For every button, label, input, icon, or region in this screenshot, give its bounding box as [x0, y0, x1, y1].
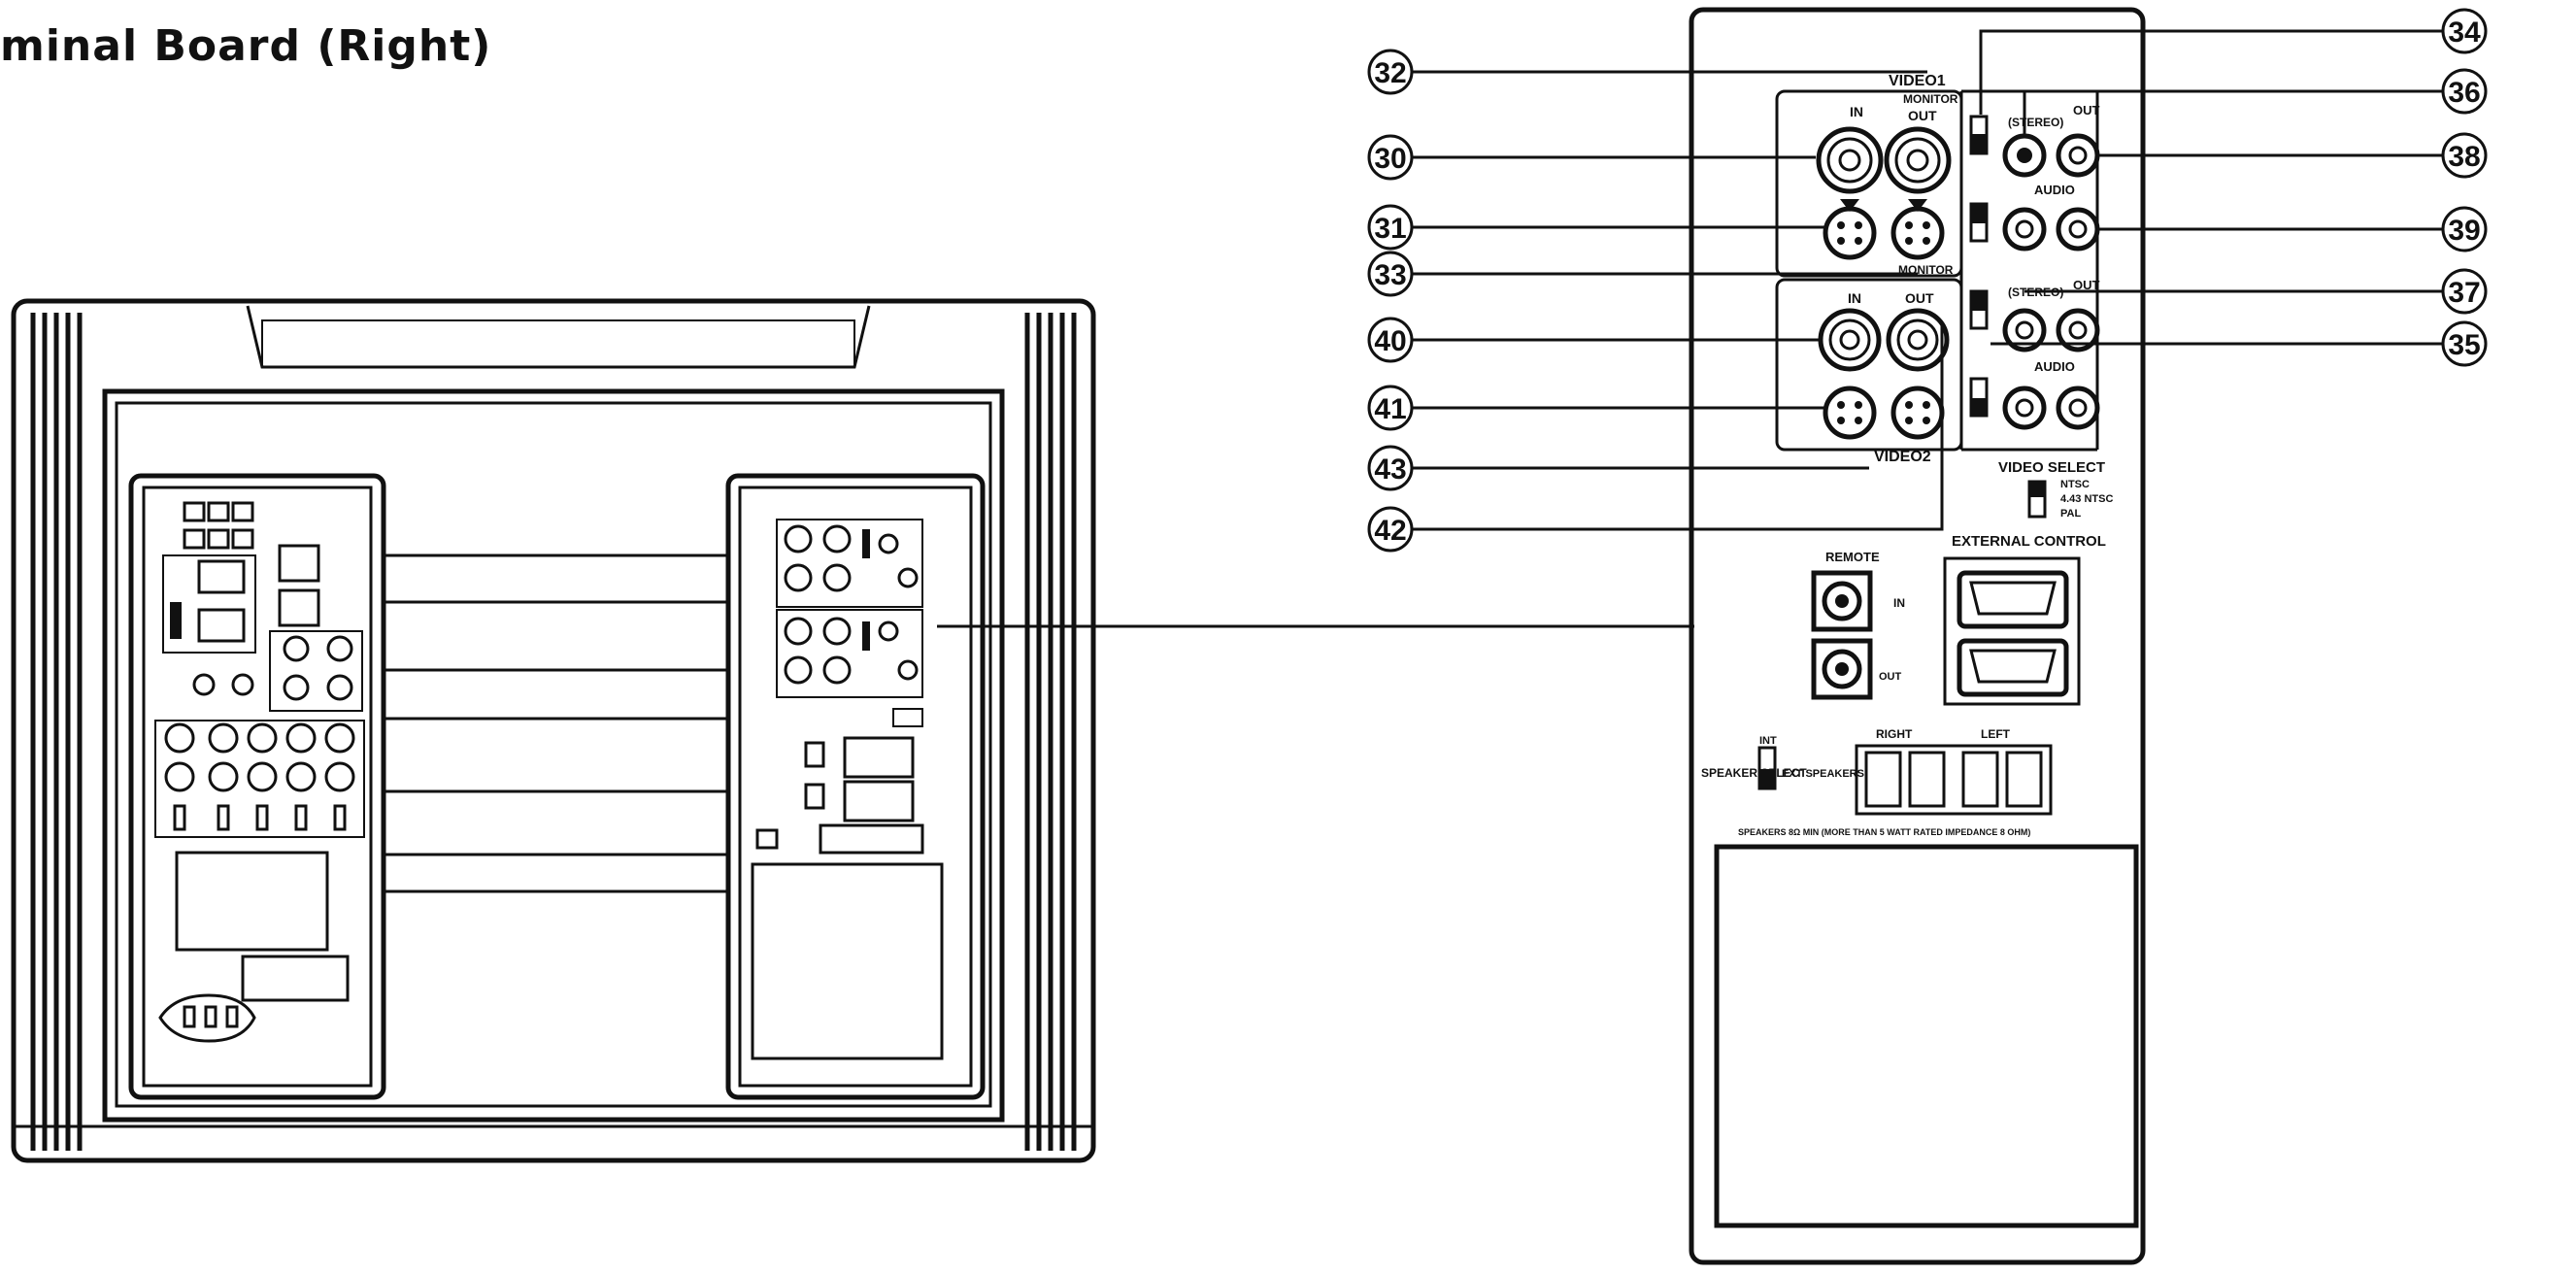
- remote-in-jack[interactable]: [1811, 570, 1873, 632]
- diagram-title: minal Board (Right): [0, 21, 492, 71]
- power-inlet-icon: [158, 993, 256, 1043]
- audio1-right-jack[interactable]: [2056, 133, 2100, 178]
- svg-text:31: 31: [1374, 213, 1406, 245]
- switch-video1-b[interactable]: [1969, 202, 1989, 243]
- switch-video1-a[interactable]: [1969, 115, 1989, 155]
- callout-36: 36: [2441, 68, 2488, 115]
- video-select-switch[interactable]: [2027, 480, 2047, 519]
- remote-in-label: IN: [1893, 596, 1905, 610]
- video1-in-bnc-jack[interactable]: [1816, 126, 1884, 212]
- svg-text:43: 43: [1374, 453, 1406, 486]
- tv-rear-overview: [11, 298, 1694, 1163]
- callout-38: 38: [2441, 132, 2488, 179]
- svg-text:42: 42: [1374, 515, 1406, 547]
- audio1-label: AUDIO: [2034, 183, 2075, 197]
- audio2-label: AUDIO: [2034, 359, 2075, 374]
- detail-terminal-panel: VIDEO1 IN MONITOR OUT MONITOR: [1689, 7, 2146, 1265]
- video2-in-s-video-jack[interactable]: [1823, 386, 1877, 440]
- svg-text:33: 33: [1374, 259, 1406, 291]
- svg-text:34: 34: [2448, 17, 2481, 49]
- callout-35: 35: [2441, 320, 2488, 367]
- remote-out-label: OUT: [1879, 671, 1902, 683]
- svg-text:41: 41: [1374, 393, 1406, 425]
- ntsc-label: NTSC: [2060, 479, 2090, 490]
- remote-out-jack[interactable]: [1811, 638, 1873, 700]
- audio2b-right-jack[interactable]: [2056, 386, 2100, 430]
- mon-out1-label: OUT: [2073, 103, 2100, 117]
- svg-text:38: 38: [2448, 141, 2480, 173]
- speaker-note-label: SPEAKERS 8Ω MIN (MORE THAN 5 WATT RATED …: [1738, 827, 2030, 837]
- vent-left: [30, 313, 83, 1151]
- callout-37: 37: [2441, 268, 2488, 315]
- callout-41: 41: [1367, 385, 1414, 431]
- svg-text:40: 40: [1374, 325, 1406, 357]
- video2-label: VIDEO2: [1874, 449, 1931, 465]
- int-label: INT: [1759, 735, 1777, 747]
- left-label: LEFT: [1981, 727, 2011, 741]
- mon-out2-label: OUT: [2073, 278, 2100, 292]
- pal-label: PAL: [2060, 508, 2081, 520]
- callout-markers: 32 30 31 33 40 41 43 42: [1367, 8, 2488, 553]
- callout-33: 33: [1367, 251, 1414, 297]
- callout-34: 34: [2441, 8, 2488, 54]
- callout-42: 42: [1367, 506, 1414, 553]
- callout-32: 32: [1367, 49, 1414, 95]
- in1-label: IN: [1850, 104, 1863, 119]
- audio2-right-jack[interactable]: [2056, 308, 2100, 352]
- leader-lines: [1413, 29, 2442, 531]
- switch-video2-a[interactable]: [1969, 289, 1989, 330]
- video1-out-bnc-jack[interactable]: [1884, 126, 1952, 212]
- svg-text:37: 37: [2448, 277, 2480, 309]
- right-label: RIGHT: [1876, 727, 1913, 741]
- in2-label: IN: [1848, 290, 1861, 306]
- ext-speakers-label: EXT SPEAKERS: [1782, 768, 1864, 780]
- speaker-terminals[interactable]: [1855, 744, 2053, 816]
- svg-text:35: 35: [2448, 329, 2480, 361]
- callout-40: 40: [1367, 317, 1414, 363]
- callout-43: 43: [1367, 445, 1414, 491]
- svg-text:39: 39: [2448, 215, 2480, 247]
- speaker-select-label: SPEAKER SELECT: [1701, 766, 1807, 780]
- video2-out-s-video-jack[interactable]: [1890, 386, 1945, 440]
- audio1-left-jack[interactable]: [2002, 133, 2047, 178]
- external-control-label: EXTERNAL CONTROL: [1952, 533, 2106, 550]
- video2-out-bnc-jack[interactable]: [1886, 308, 1950, 372]
- svg-text:32: 32: [1374, 57, 1406, 89]
- svg-text:30: 30: [1374, 143, 1406, 175]
- callout-30: 30: [1367, 134, 1414, 181]
- video1-in-s-video-jack[interactable]: [1823, 206, 1877, 260]
- video-select-label: VIDEO SELECT: [1998, 459, 2105, 476]
- remote-label: REMOTE: [1825, 550, 1880, 564]
- svg-text:36: 36: [2448, 77, 2480, 109]
- audio1b-right-jack[interactable]: [2056, 207, 2100, 252]
- out2-label: OUT: [1905, 290, 1934, 306]
- dsub-in-port[interactable]: [1957, 570, 2069, 629]
- stereo1-label: (STEREO): [2008, 116, 2063, 129]
- video1-label: VIDEO1: [1889, 73, 1946, 89]
- left-terminal-panel: [128, 473, 386, 1100]
- switch-video2-b[interactable]: [1969, 377, 1989, 418]
- video2-in-bnc-jack[interactable]: [1818, 308, 1882, 372]
- monitor1-label: MONITOR: [1903, 92, 1958, 106]
- callout-39: 39: [2441, 206, 2488, 252]
- dsub-out-port[interactable]: [1957, 638, 2069, 697]
- right-terminal-panel-small: [725, 473, 986, 1100]
- out1-label: OUT: [1908, 108, 1937, 123]
- ntsc443-label: 4.43 NTSC: [2060, 493, 2113, 505]
- callout-31: 31: [1367, 204, 1414, 251]
- audio2b-left-jack[interactable]: [2002, 386, 2047, 430]
- speaker-select-switch[interactable]: [1757, 746, 1777, 790]
- video1-out-s-video-jack[interactable]: [1890, 206, 1945, 260]
- vent-right: [1024, 313, 1077, 1151]
- audio2-left-jack[interactable]: [2002, 308, 2047, 352]
- audio1b-left-jack[interactable]: [2002, 207, 2047, 252]
